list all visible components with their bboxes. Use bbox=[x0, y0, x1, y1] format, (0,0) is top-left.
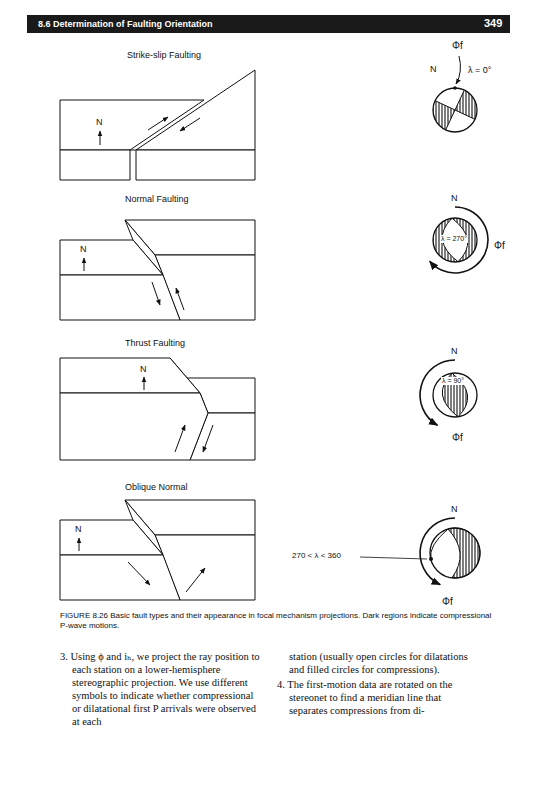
slip-arrow bbox=[180, 118, 200, 131]
focal-mechanism bbox=[430, 207, 488, 273]
slip-arrow bbox=[203, 425, 213, 452]
north-label: N bbox=[75, 524, 82, 534]
ball-ground bbox=[430, 528, 480, 578]
compression-region bbox=[433, 218, 477, 262]
ball-outline bbox=[433, 88, 477, 132]
strike-arc bbox=[430, 207, 488, 273]
strike-label: Φf bbox=[452, 432, 463, 444]
rake-label: λ = 0° bbox=[468, 65, 491, 75]
slip-arrow bbox=[152, 282, 160, 305]
panel-title: Oblique Normal bbox=[125, 482, 188, 492]
block-face bbox=[60, 520, 163, 555]
normal-fault-block bbox=[60, 220, 255, 320]
focal-mechanism bbox=[360, 518, 480, 585]
rake-label: λ = 90° bbox=[441, 377, 465, 385]
panel-title: Thrust Faulting bbox=[125, 338, 185, 348]
body-paragraph: station (usually open circles for dilata… bbox=[277, 650, 482, 676]
slip-arrow bbox=[176, 288, 184, 310]
strike-arc bbox=[420, 518, 455, 585]
panel-title: Normal Faulting bbox=[125, 194, 189, 204]
panel-title: Strike-slip Faulting bbox=[127, 50, 201, 60]
compression-quadrant bbox=[399, 93, 455, 146]
block-face bbox=[136, 70, 255, 150]
body-paragraph: 3. Using ϕ and iₕ, we project the ray po… bbox=[60, 650, 260, 728]
block-face bbox=[60, 240, 163, 275]
block-face bbox=[60, 150, 130, 180]
ball-ground bbox=[433, 373, 477, 417]
thrust-fault-block bbox=[60, 358, 255, 460]
block-face bbox=[60, 555, 180, 600]
block-face bbox=[60, 358, 200, 393]
focal-mechanism bbox=[420, 360, 477, 425]
north-label: N bbox=[430, 64, 437, 74]
strike-arrow bbox=[456, 56, 460, 84]
figure-caption: FIGURE 8.26 Basic fault types and their … bbox=[60, 611, 500, 631]
north-label: N bbox=[80, 244, 87, 254]
slip-arrow bbox=[186, 568, 205, 592]
compression-region bbox=[448, 528, 480, 578]
ball-outline bbox=[433, 218, 477, 262]
running-head: 8.6 Determination of Faulting Orientatio… bbox=[38, 19, 213, 29]
nodal-plane bbox=[435, 101, 475, 120]
north-arrow bbox=[144, 377, 145, 390]
slip-dot bbox=[429, 557, 433, 561]
body-paragraph: 4. The first-motion data are rotated on … bbox=[277, 678, 482, 717]
slip-arrow bbox=[175, 425, 185, 452]
rake-label: 270 < λ < 360 bbox=[292, 551, 341, 560]
slip-arrow bbox=[128, 562, 150, 585]
slip-arrow bbox=[148, 117, 168, 130]
fault-gap bbox=[130, 150, 136, 151]
strike-arc bbox=[420, 360, 455, 425]
ball-outline bbox=[433, 373, 477, 417]
oblique-normal-block bbox=[60, 500, 255, 600]
leader-line bbox=[360, 557, 427, 559]
north-arrow bbox=[84, 258, 85, 271]
strike-label: Φf bbox=[442, 596, 453, 608]
header-bar bbox=[27, 15, 510, 33]
rake-label: λ = 270° bbox=[440, 235, 468, 243]
compression-quadrant bbox=[455, 74, 511, 127]
north-label: N bbox=[96, 117, 103, 127]
focal-mechanism bbox=[399, 56, 512, 146]
north-label: N bbox=[451, 193, 458, 203]
strike-label: Φf bbox=[452, 40, 463, 52]
page-number: 349 bbox=[484, 17, 502, 30]
block-face bbox=[60, 275, 180, 320]
north-label: N bbox=[140, 364, 147, 374]
block-face bbox=[60, 393, 208, 460]
north-arrow bbox=[79, 538, 80, 551]
north-arrow bbox=[100, 131, 101, 145]
block-face bbox=[136, 150, 255, 180]
strike-label: Φf bbox=[494, 240, 505, 252]
north-label: N bbox=[451, 504, 458, 514]
ball-outline bbox=[430, 528, 480, 578]
north-label: N bbox=[451, 346, 458, 356]
strike-dot bbox=[453, 86, 457, 90]
strike-slip-block bbox=[60, 70, 255, 180]
